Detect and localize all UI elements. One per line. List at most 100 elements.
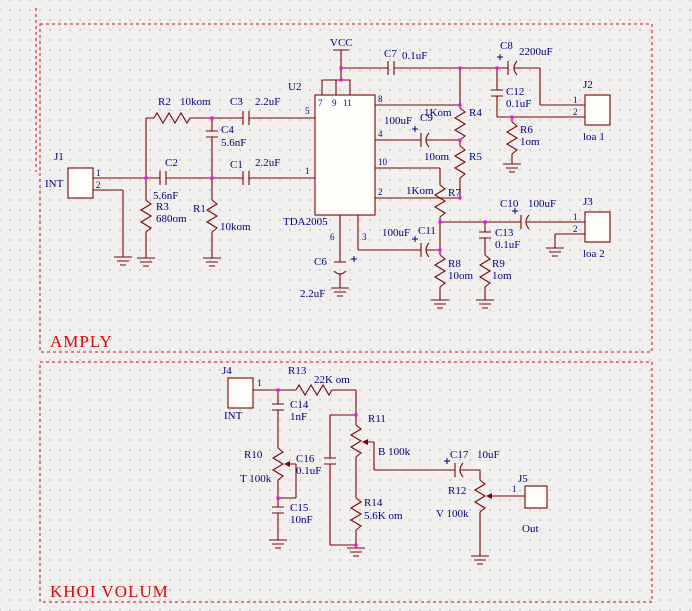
wiper-arrow-icon — [362, 439, 368, 445]
connector-J5[interactable]: J5 Out 1 — [512, 473, 548, 535]
capacitor-symbol — [159, 171, 167, 185]
junction-dot — [458, 66, 462, 70]
ic-pin8-number: 8 — [378, 94, 383, 104]
polarity-plus — [512, 208, 518, 214]
capacitor-C11[interactable]: 100uF C11 — [382, 225, 436, 258]
r5-ref-label: R5 — [469, 151, 482, 163]
resistor-R2[interactable]: R2 10kom — [153, 96, 211, 125]
capacitor-C12[interactable]: C12 0.1uF — [491, 86, 531, 110]
c16-val-label: 0.1uF — [296, 465, 321, 477]
ic-pin9-number: 9 — [332, 98, 337, 108]
capacitor-symbol — [479, 231, 491, 239]
resistor-symbol — [433, 254, 447, 288]
capacitor-C10[interactable]: C10 100uF — [500, 198, 556, 230]
junction-dot — [438, 220, 442, 224]
r7-val-label: 1Kom — [406, 185, 434, 197]
capacitor-C16[interactable]: C16 0.1uF — [296, 453, 336, 477]
resistor-symbol — [295, 383, 333, 397]
potentiometer-R10[interactable]: R10 T 100k — [240, 447, 290, 485]
r8-ref-label: R8 — [448, 258, 461, 270]
resistor-R14[interactable]: R14 5.6K om — [349, 497, 403, 531]
capacitor-symbol — [491, 89, 503, 97]
junction-dot — [339, 78, 343, 82]
power-port-vcc[interactable]: VCC — [330, 37, 353, 49]
junction-dot — [210, 176, 214, 180]
resistor-symbol — [453, 107, 467, 141]
connector-J4[interactable]: J4 INT 1 — [222, 365, 262, 422]
wires-volum — [253, 389, 525, 556]
capacitor-C7[interactable]: C7 0.1uF — [384, 48, 427, 75]
ic-pin10-number: 10 — [378, 157, 388, 167]
potentiometer-R12[interactable]: R12 V 100k — [436, 479, 492, 520]
c10-ref-label: C10 — [500, 198, 519, 210]
c2-ref-label: C2 — [165, 157, 178, 169]
wires-amply — [93, 49, 585, 300]
capacitor-C17[interactable]: C17 10uF — [444, 449, 500, 478]
connector-J1[interactable]: J1 INT 1 2 — [45, 151, 101, 199]
resistor-symbol — [271, 447, 285, 481]
resistor-R13[interactable]: R13 22K om — [288, 365, 350, 397]
capacitor-symbol — [333, 261, 347, 275]
resistor-R7[interactable]: 1Kom R7 — [406, 184, 461, 218]
capacitor-C14[interactable]: C14 1nF — [272, 399, 309, 423]
connector-J2[interactable]: J2 loa 1 1 2 — [573, 79, 611, 143]
c4-val-label: 5.6nF — [221, 137, 246, 149]
junction-dot — [339, 66, 343, 70]
capacitor-C3[interactable]: C3 2.2uF — [230, 96, 280, 125]
resistor-R5[interactable]: 10om R5 — [424, 145, 482, 179]
resistor-R9[interactable]: R9 1om — [478, 254, 512, 288]
c8-ref-label: C8 — [500, 40, 513, 52]
c13-ref-label: C13 — [495, 227, 514, 239]
capacitor-C15[interactable]: C15 10nF — [272, 502, 313, 526]
ic-ref-label: U2 — [288, 81, 301, 93]
capacitor-C8[interactable]: C8 2200uF — [497, 40, 553, 76]
ic-part-label: TDA2005 — [283, 216, 328, 228]
capacitor-C2[interactable]: C2 5.6nF — [153, 157, 178, 202]
capacitor-symbol — [242, 111, 250, 125]
connector-body — [524, 485, 548, 509]
resistor-symbol — [478, 254, 492, 288]
ic-pin5-number: 5 — [305, 106, 310, 116]
r10-val-label: T 100k — [240, 473, 272, 485]
j4-ref-label: J4 — [222, 365, 232, 377]
r8-val-label: 10om — [448, 270, 474, 282]
resistor-R1[interactable]: R1 10kom — [193, 199, 251, 233]
r9-ref-label: R9 — [492, 258, 505, 270]
potentiometer-R11[interactable]: R11 B 100k — [349, 413, 411, 458]
ic-body — [314, 94, 376, 216]
capacitor-C13[interactable]: C13 0.1uF — [479, 227, 520, 251]
junction-dot — [210, 116, 214, 120]
ground-icon — [137, 257, 155, 267]
section-amply-border — [39, 23, 653, 353]
junction-dot — [495, 66, 499, 70]
r12-ref-label: R12 — [448, 485, 466, 497]
ground-icon — [476, 299, 494, 309]
capacitor-symbol — [272, 403, 284, 411]
j4-name-label: INT — [224, 410, 243, 422]
resistor-R8[interactable]: R8 10om — [433, 254, 474, 288]
r4-val-label: 1Kom — [424, 107, 452, 119]
c7-ref-label: C7 — [384, 48, 397, 60]
resistor-symbol — [473, 479, 487, 513]
j5-pin1-number: 1 — [512, 484, 517, 494]
j3-pin2-number: 2 — [573, 224, 578, 234]
resistor-R3[interactable]: R3 680om — [139, 199, 187, 233]
capacitor-C4[interactable]: C4 5.6nF — [206, 124, 246, 149]
c8-val-label: 2200uF — [519, 46, 553, 58]
c6-val-label: 2.2uF — [300, 288, 325, 300]
junction-dot — [354, 413, 358, 417]
r14-ref-label: R14 — [364, 497, 383, 509]
c14-ref-label: C14 — [290, 399, 309, 411]
resistor-R6[interactable]: R6 1om — [505, 121, 540, 155]
capacitor-C1[interactable]: C1 2.2uF — [230, 157, 280, 185]
ic-U2[interactable]: U2 TDA2005 7 9 11 5 1 8 4 10 2 6 3 — [283, 81, 388, 242]
capacitor-C6[interactable]: C6 2.2uF — [300, 256, 357, 300]
connector-J3[interactable]: J3 loa 2 1 2 — [573, 196, 611, 260]
resist or-R4[interactable]: 1Kom R4 — [424, 107, 482, 141]
r1-ref-label: R1 — [193, 203, 206, 215]
c1-ref-label: C1 — [230, 159, 243, 171]
capacitor-C9[interactable]: 100uF C9 — [384, 112, 433, 148]
junction-dot — [458, 103, 462, 107]
c12-ref-label: C12 — [506, 86, 524, 98]
